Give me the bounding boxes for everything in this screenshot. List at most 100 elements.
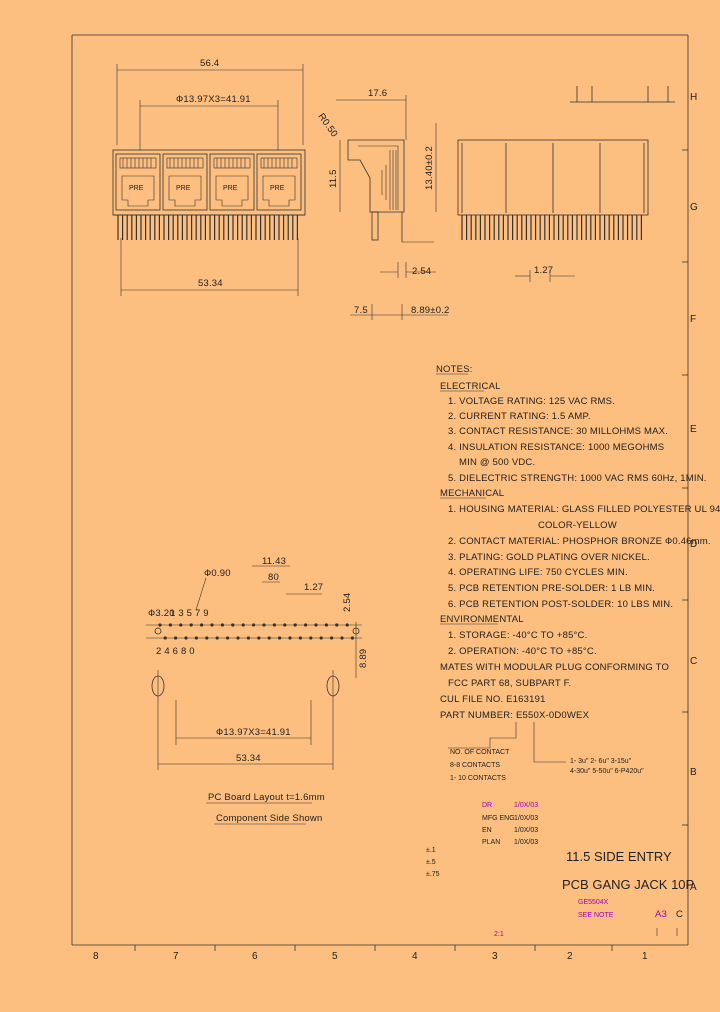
pcb-hole bbox=[158, 623, 162, 627]
pcb-hole bbox=[272, 623, 276, 627]
pcb-caption-1: PC Board Layout t=1.6mm bbox=[208, 792, 325, 803]
revision-letter: C bbox=[676, 909, 683, 920]
zone-label-7: 7 bbox=[173, 951, 179, 962]
zone-label-2: 2 bbox=[567, 951, 573, 962]
zone-label-g: G bbox=[690, 202, 698, 213]
rev-by-2: MFG ENG bbox=[482, 815, 515, 822]
pcb-dim-pitch: Ф13.97X3=41.91 bbox=[216, 727, 291, 738]
jack-label: PRE bbox=[176, 185, 191, 192]
rev-by-4: PLAN bbox=[482, 839, 500, 846]
row-zone-labels: H G F E D C B A bbox=[690, 92, 698, 893]
fcc-note: FCC PART 68, SUBPART F. bbox=[448, 678, 571, 689]
pcb-hole bbox=[205, 636, 209, 640]
jack-port: PRE bbox=[256, 153, 302, 211]
mechanical-heading: MECHANICAL bbox=[440, 488, 504, 499]
pcb-hole bbox=[168, 623, 172, 627]
see-note: SEE NOTE bbox=[578, 912, 614, 919]
pcb-hole-small: Ф0.90 bbox=[204, 568, 231, 579]
pcb-hole bbox=[236, 636, 240, 640]
back-view-connector: 1.27 bbox=[457, 86, 675, 282]
dim-base: 53.34 bbox=[198, 278, 223, 289]
drawing-scale: 2:1 bbox=[494, 931, 504, 938]
tol-b: ±.5 bbox=[426, 859, 436, 866]
zone-label-5: 5 bbox=[332, 951, 338, 962]
pcb-hole bbox=[324, 623, 328, 627]
pcb-dim-base: 53.34 bbox=[236, 753, 261, 764]
plating-a: 1- 3u" 2- 6u" 3-15u" bbox=[570, 758, 632, 765]
contacts-a: 8-8 CONTACTS bbox=[450, 762, 500, 769]
jack-port: PRE bbox=[209, 153, 255, 211]
pcb-hole bbox=[189, 623, 193, 627]
pcb-hole bbox=[257, 636, 261, 640]
rev-date-3: 1/0X/03 bbox=[514, 827, 538, 834]
zone-label-c: C bbox=[690, 656, 697, 667]
electrical-note-4: 4. INSULATION RESISTANCE: 1000 MEGOHMS bbox=[448, 442, 664, 453]
zone-label-d: D bbox=[690, 539, 697, 550]
part-number-key: NO. OF CONTACT 8-8 CONTACTS 1- 10 CONTAC… bbox=[448, 722, 644, 782]
pcb-hole bbox=[304, 623, 308, 627]
pcb-dim-11-43: 11.43 bbox=[262, 556, 286, 567]
cul-note: CUL FILE NO. E163191 bbox=[440, 694, 546, 705]
jack-port: PRE bbox=[162, 153, 208, 211]
dim-a: 7.5 bbox=[354, 305, 368, 316]
sheet-border bbox=[71, 34, 689, 951]
pcb-pin-even: 2 4 6 8 0 bbox=[156, 646, 195, 657]
zone-label-f: F bbox=[690, 314, 696, 325]
dim-back-pitch: 1.27 bbox=[534, 265, 553, 276]
pcb-hole bbox=[174, 636, 178, 640]
zone-label-3: 3 bbox=[492, 951, 498, 962]
electrical-note-2: 2. CURRENT RATING: 1.5 AMP. bbox=[448, 411, 591, 422]
mechanical-note-1b: COLOR-YELLOW bbox=[538, 520, 617, 531]
zone-label-e: E bbox=[690, 424, 697, 435]
title-line-2: PCB GANG JACK 10P bbox=[562, 877, 694, 892]
part-number: PART NUMBER: E550X-0D0WEX bbox=[440, 710, 590, 721]
mates-note: MATES WITH MODULAR PLUG CONFORMING TO bbox=[440, 662, 669, 673]
jack-label: PRE bbox=[223, 185, 238, 192]
pcb-hole bbox=[194, 636, 198, 640]
pcb-hole bbox=[283, 623, 287, 627]
pcb-hole-marker bbox=[352, 627, 360, 635]
pcb-hole bbox=[293, 623, 297, 627]
contacts-heading: NO. OF CONTACT bbox=[450, 749, 510, 756]
sheet-size: A3 bbox=[655, 909, 667, 920]
electrical-note-3: 3. CONTACT RESISTANCE: 30 MILLOHMS MAX. bbox=[448, 426, 668, 437]
pcb-hole bbox=[267, 636, 271, 640]
zone-label-8: 8 bbox=[93, 951, 99, 962]
drawing-number: GE5504X bbox=[578, 899, 609, 906]
notes-block: NOTES: ELECTRICAL 1. VOLTAGE RATING: 125… bbox=[436, 364, 720, 721]
environmental-note-2: 2. OPERATION: -40°C TO +85°C. bbox=[448, 646, 597, 657]
pcb-hole bbox=[314, 623, 318, 627]
pcb-hole bbox=[319, 636, 323, 640]
electrical-heading: ELECTRICAL bbox=[440, 381, 501, 392]
jack-label: PRE bbox=[270, 185, 285, 192]
electrical-note-5: 5. DIELECTRIC STRENGTH: 1000 VAC RMS 60H… bbox=[448, 473, 707, 484]
zone-label-1: 1 bbox=[642, 951, 648, 962]
pcb-layout: Ф0.90 11.43 80 1.27 2.54 8.89 Ф3.20 1 3 … bbox=[146, 556, 369, 825]
dim-depth: 17.6 bbox=[368, 88, 387, 99]
title-line-1: 11.5 SIDE ENTRY bbox=[566, 849, 672, 864]
pcb-hole bbox=[350, 636, 354, 640]
zone-label-6: 6 bbox=[252, 951, 258, 962]
dim-height2: 13.40±0.2 bbox=[424, 146, 435, 190]
rev-by-1: DR bbox=[482, 802, 492, 809]
pcb-hole bbox=[215, 636, 219, 640]
pcb-hole bbox=[278, 636, 282, 640]
zone-label-4: 4 bbox=[412, 951, 418, 962]
dim-b: 8.89±0.2 bbox=[411, 305, 450, 316]
rev-date-1: 1/0X/03 bbox=[514, 802, 538, 809]
mechanical-note-6: 6. PCB RETENTION POST-SOLDER: 10 LBS MIN… bbox=[448, 599, 673, 610]
tol-a: ±.1 bbox=[426, 847, 436, 854]
dim-angle: R0.50 bbox=[316, 111, 340, 139]
mechanical-note-5: 5. PCB RETENTION PRE-SOLDER: 1 LB MIN. bbox=[448, 583, 655, 594]
contacts-b: 1- 10 CONTACTS bbox=[450, 775, 506, 782]
dim-width: 56.4 bbox=[200, 58, 219, 69]
mechanical-note-1: 1. HOUSING MATERIAL: GLASS FILLED POLYES… bbox=[448, 504, 720, 515]
jack-label: PRE bbox=[129, 185, 144, 192]
pcb-dim-80: 80 bbox=[268, 572, 279, 583]
rev-date-2: 1/0X/03 bbox=[514, 815, 538, 822]
pcb-hole bbox=[241, 623, 245, 627]
mechanical-note-4: 4. OPERATING LIFE: 750 CYCLES MIN. bbox=[448, 567, 628, 578]
rev-by-3: EN bbox=[482, 827, 492, 834]
pcb-hole bbox=[163, 636, 167, 640]
